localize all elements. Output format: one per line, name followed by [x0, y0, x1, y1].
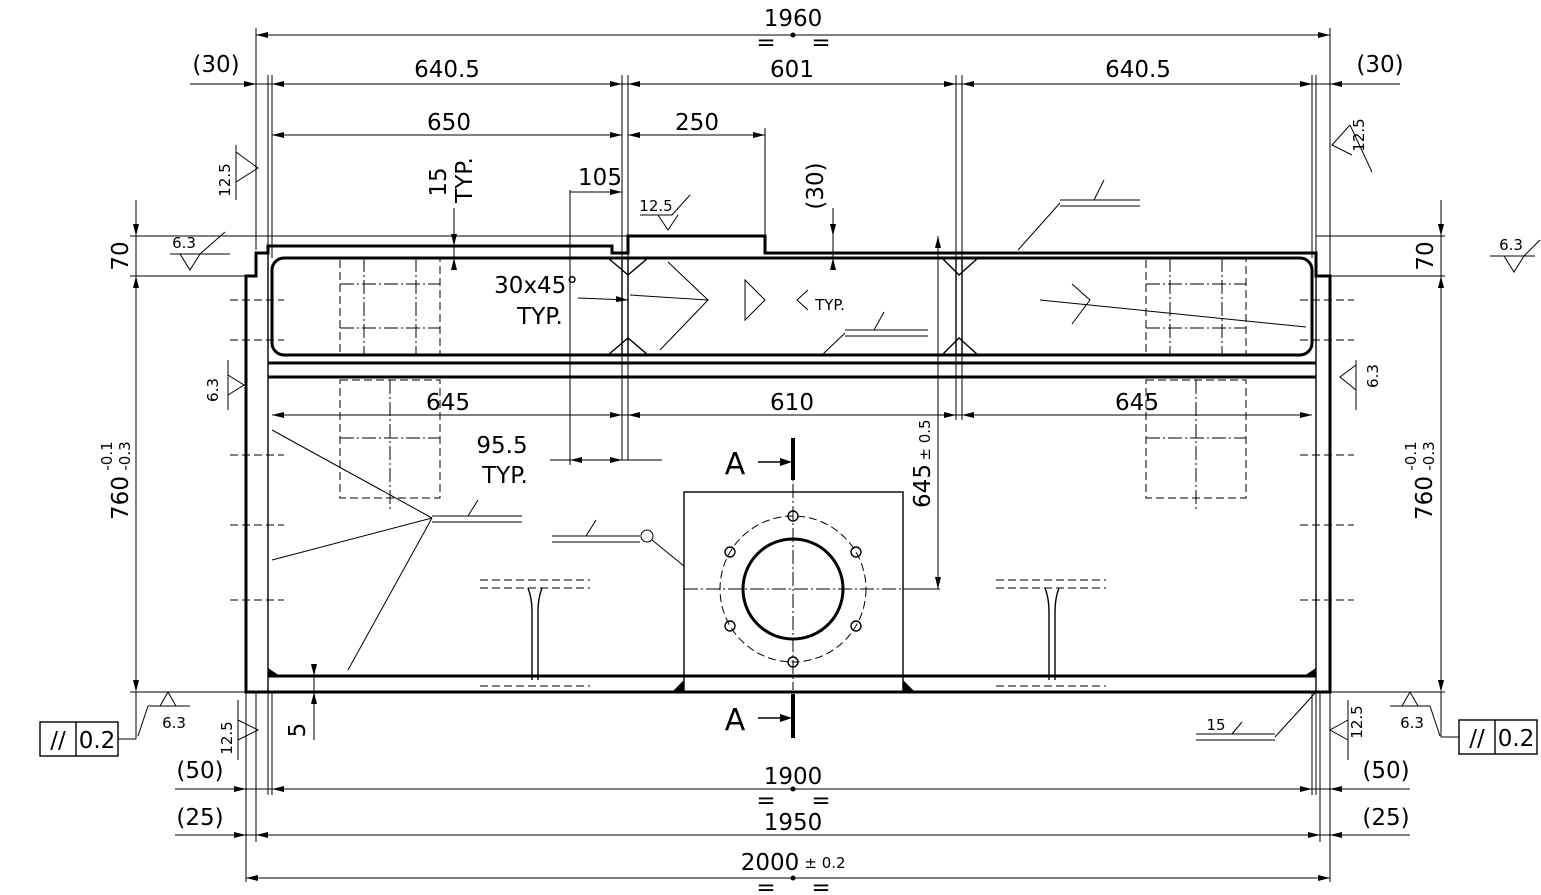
dim-1900: 1900 [764, 764, 823, 790]
dim-645-left: 645 [426, 390, 470, 416]
chamfer-typ: TYP. [516, 304, 563, 330]
dimension-texts-bottom: 1900 = = 1950 2000 ± 0.2 = = (50) (50) (… [176, 758, 1409, 895]
hidden-bolt-group-left [339, 257, 441, 510]
dimension-side-height: 760 -0.1 -0.3 760 -0.1 -0.3 [98, 441, 1438, 520]
dim-5: 5 [285, 723, 311, 738]
dim-15-typ: TYP. [452, 157, 478, 204]
weld-15: 15 [1206, 716, 1225, 734]
symmetry-mark: = [811, 30, 830, 56]
center-flange-plate [683, 440, 940, 693]
side-hidden-lines [230, 299, 1354, 601]
tol-upper-left: -0.1 [98, 441, 116, 470]
dim-1950: 1950 [764, 810, 823, 836]
i-beam-right [996, 579, 1106, 687]
weld-12-5-bottom-right: 12.5 [1348, 705, 1366, 738]
dim-105: 105 [578, 165, 622, 191]
symmetry-mark: = [811, 875, 830, 895]
dim-2000: 2000 [741, 850, 800, 876]
weld-12-5-bottom-left: 12.5 [218, 721, 236, 754]
symmetry-mark: = [756, 788, 775, 814]
weld-6-3-bottom-right: 6.3 [1400, 714, 1424, 732]
weld-12-5-right: 12.5 [1350, 118, 1368, 151]
dim-2000-tolerance: ± 0.2 [804, 854, 845, 872]
i-beam-left [480, 579, 590, 687]
dim-seg-left: 640.5 [414, 57, 480, 83]
dim-760-right: 760 [1412, 476, 1438, 520]
bolt-holes [724, 510, 862, 668]
weld-12-5-left: 12.5 [216, 163, 234, 196]
weld-symbols: 12.5 12.5 12.5 6.3 6.3 6.3 6.3 6.3 6.3 1… [137, 118, 1541, 760]
dimension-lines-top [130, 28, 1445, 693]
weld-6-3-side-left: 6.3 [204, 378, 222, 402]
dim-30: (30) [803, 162, 829, 209]
dim-50-right: (50) [1362, 758, 1409, 784]
symmetry-mark: = [811, 788, 830, 814]
weld-6-3-left: 6.3 [172, 234, 196, 252]
symmetry-mark: = [756, 30, 775, 56]
dim-25-left: (25) [176, 805, 223, 831]
parallelism-symbol: // [50, 728, 66, 754]
dim-25-right: (25) [1362, 805, 1409, 831]
dim-645-tolerance: ± 0.5 [916, 419, 934, 460]
section-markers: A A [725, 438, 795, 738]
dim-left-offset: (30) [192, 52, 239, 78]
tolerance-frame-right: // 0.2 [1440, 692, 1538, 755]
symmetry-mark: = [756, 875, 775, 895]
weld-typ-label: TYP. [814, 296, 845, 314]
parallelism-symbol: // [1469, 726, 1485, 752]
dim-70-right: 70 [1413, 241, 1439, 270]
dimension-lines-inner [272, 236, 1312, 740]
dim-right-offset: (30) [1356, 52, 1403, 78]
tolerance-value: 0.2 [1498, 726, 1535, 752]
dim-95-5: 95.5 [476, 433, 527, 459]
hidden-bolt-group-right [1145, 257, 1247, 510]
dim-645-height: 645 [910, 464, 936, 508]
weld-6-3-bottom-left: 6.3 [162, 714, 186, 732]
tol-lower-left: -0.3 [116, 441, 134, 470]
tolerance-frame-left: // 0.2 [39, 692, 137, 757]
dim-overall-top: 1960 [764, 6, 823, 32]
section-label-bottom: A [725, 703, 746, 738]
dim-760-left: 760 [108, 476, 134, 520]
dimension-texts-inner: 645 610 645 95.5 TYP. 30x45° TYP. TYP. 6… [285, 273, 1159, 737]
dim-250: 250 [675, 110, 719, 136]
weld-12-5-center: 12.5 [639, 197, 672, 215]
tol-lower-right: -0.3 [1420, 441, 1438, 470]
dim-50-left: (50) [176, 758, 223, 784]
weld-6-3-side-right: 6.3 [1364, 364, 1382, 388]
section-label-top: A [725, 447, 746, 482]
dimension-lines-bottom [175, 692, 1410, 882]
weld-6-3-right: 6.3 [1499, 236, 1523, 254]
frame-outline [244, 234, 1332, 694]
dimension-texts-top: 1960 = = (30) (30) 640.5 601 640.5 650 2… [108, 6, 1439, 271]
tol-upper-right: -0.1 [1402, 441, 1420, 470]
dim-95-5-typ: TYP. [481, 463, 528, 489]
dim-70-left: 70 [108, 241, 134, 270]
dim-seg-mid: 601 [770, 57, 814, 83]
dim-610: 610 [770, 390, 814, 416]
tolerance-value: 0.2 [79, 728, 116, 754]
dim-645-right: 645 [1115, 390, 1159, 416]
chamfer-label: 30x45° [494, 273, 578, 299]
dim-seg-right: 640.5 [1105, 57, 1171, 83]
dim-15: 15 [426, 167, 452, 196]
dim-650: 650 [427, 110, 471, 136]
